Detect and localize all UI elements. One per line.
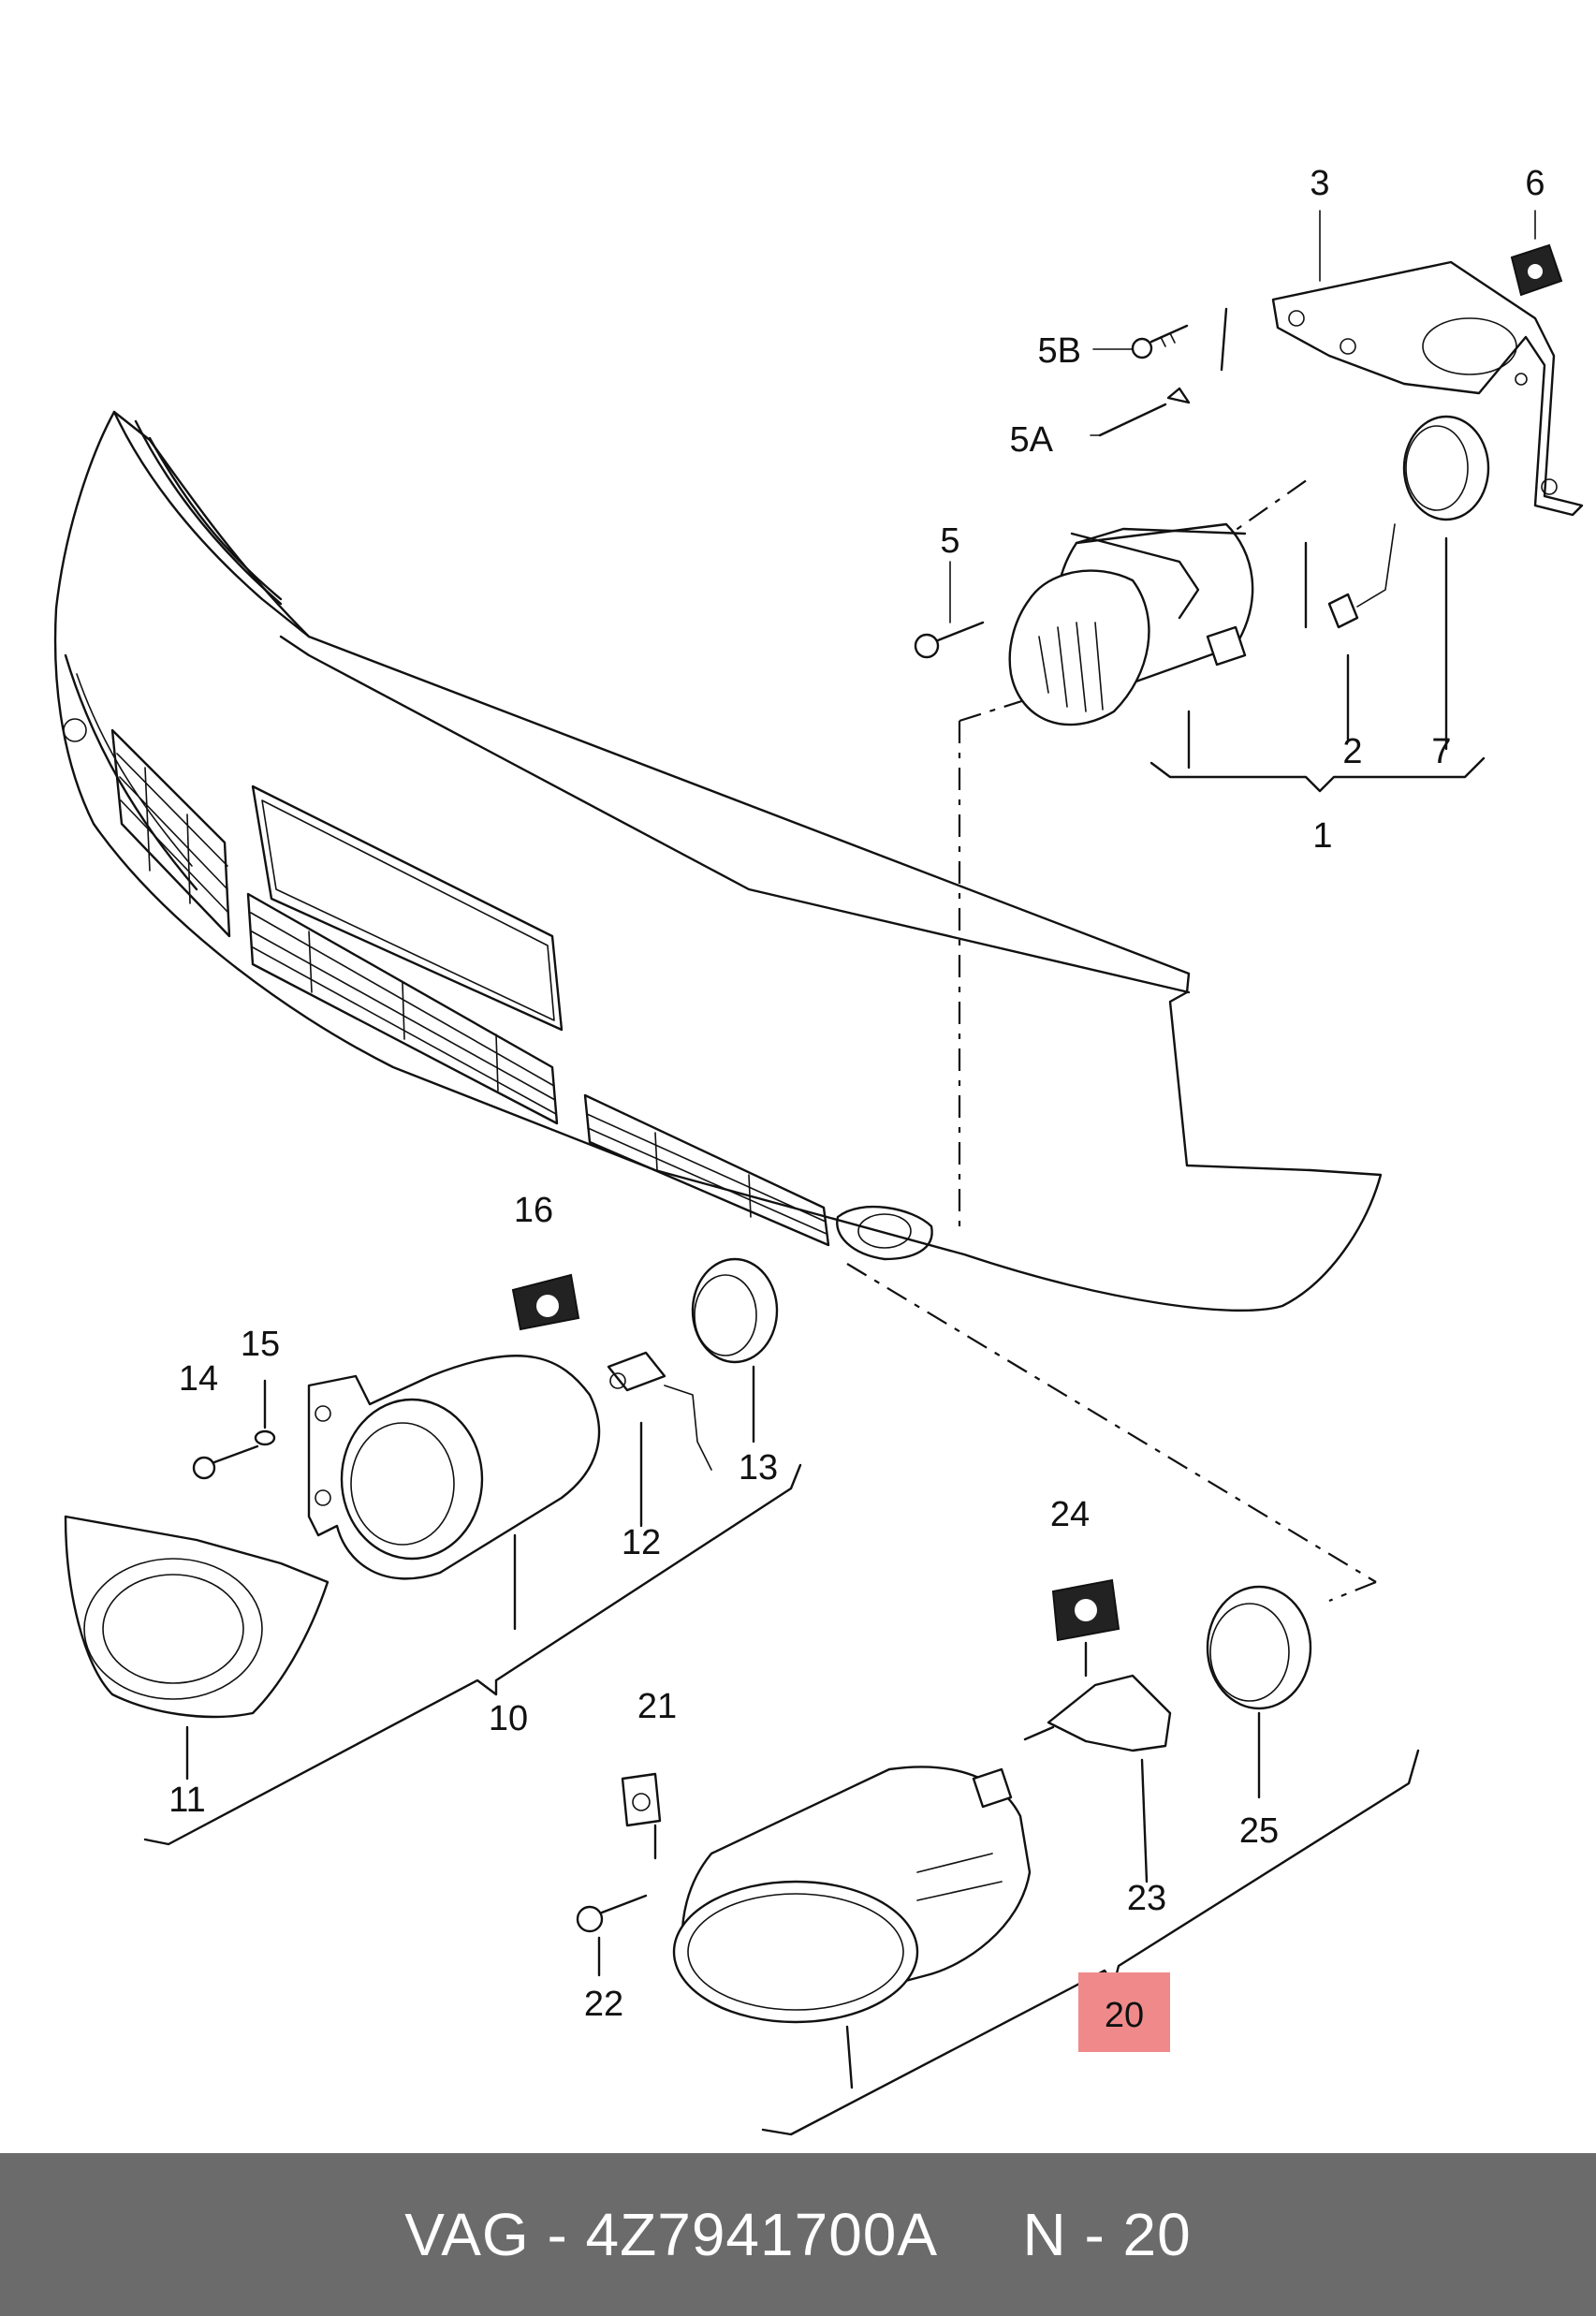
- callout-25: 25: [1239, 1811, 1279, 1851]
- bulb-12: [607, 1351, 712, 1471]
- callout-15: 15: [241, 1325, 280, 1364]
- connector-16: [511, 1273, 580, 1331]
- callout-10: 10: [489, 1699, 528, 1738]
- seal-ring-13: [691, 1257, 779, 1364]
- callout-11: 11: [168, 1781, 205, 1820]
- callout-22: 22: [584, 1985, 623, 2024]
- callout-6: 6: [1525, 164, 1545, 203]
- callout-1: 1: [1312, 816, 1332, 856]
- screw-14: [192, 1444, 259, 1480]
- screw-5b: [1131, 324, 1189, 359]
- trim-frame-11: [64, 1515, 329, 1719]
- seal-ring-25: [1206, 1585, 1312, 1710]
- callout-5a: 5A: [1010, 420, 1054, 460]
- bulb-2: [1327, 523, 1396, 629]
- callout-16: 16: [514, 1191, 553, 1230]
- callout-3: 3: [1310, 164, 1329, 203]
- connector-6: [1510, 243, 1563, 297]
- callout-7: 7: [1431, 732, 1451, 771]
- brace-1: [1149, 756, 1486, 793]
- part-number-text: VAG - 4Z7941700A N - 20: [404, 2201, 1192, 2268]
- callout-5: 5: [940, 521, 959, 561]
- exploded-parts-diagram: 3 6 5B 5A 5 2 7 1 16 15 14 13 12 10 11 2…: [53, 164, 1584, 2136]
- fog-lamp-assembly-upper: [1008, 522, 1308, 726]
- callout-5b: 5B: [1038, 331, 1081, 371]
- callout-23: 23: [1127, 1879, 1166, 1918]
- callout-24: 24: [1050, 1495, 1090, 1534]
- front-bumper: [53, 410, 1383, 1312]
- part-number-footer: VAG - 4Z7941700A N - 20: [0, 2153, 1596, 2316]
- screw-5a: [1098, 387, 1191, 437]
- seal-ring-7: [1402, 415, 1490, 521]
- callout-13: 13: [739, 1448, 778, 1488]
- callout-12: 12: [622, 1523, 661, 1562]
- bulb-23: [1023, 1674, 1172, 1752]
- connector-24: [1051, 1578, 1120, 1642]
- callout-2: 2: [1342, 732, 1362, 771]
- bracket-3: [1271, 260, 1584, 517]
- callout-21: 21: [637, 1687, 677, 1726]
- highlight-box-20: [1078, 1972, 1170, 2052]
- fog-lamp-20: [672, 1766, 1032, 2024]
- callout-20: 20: [1105, 1996, 1144, 2035]
- clip-21: [621, 1772, 662, 1827]
- bracket-line: [1220, 307, 1228, 372]
- callout-labels: 3 6 5B 5A 5 2 7 1 16 15 14 13 12 10 11 2…: [168, 164, 1545, 2035]
- fog-lamp-10: [307, 1355, 601, 1580]
- brace-10: [143, 1463, 802, 1846]
- screw-22: [576, 1894, 648, 1933]
- screw-5: [914, 621, 985, 659]
- washer-15: [254, 1429, 276, 1446]
- callout-14: 14: [179, 1359, 218, 1399]
